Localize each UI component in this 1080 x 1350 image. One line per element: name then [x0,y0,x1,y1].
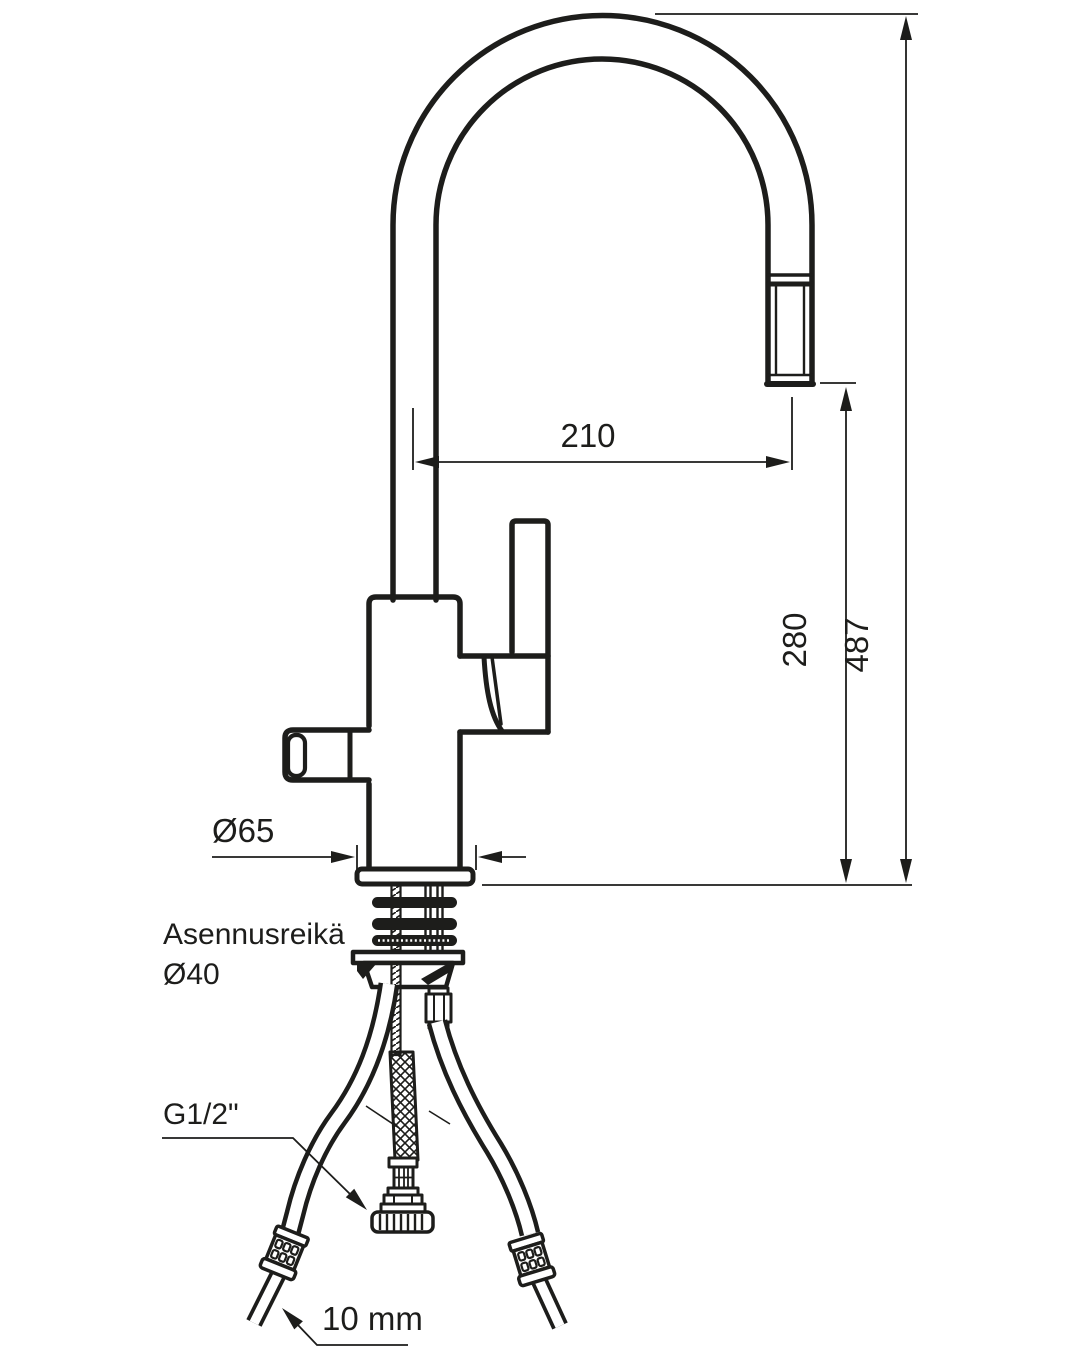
faucet-outline [282,12,816,887]
seal-stack [372,897,457,946]
hose-left [279,982,400,1236]
label-210: 210 [560,417,615,454]
label-mounting-hole: Asennusreikä [163,918,345,951]
label-base-diameter: Ø65 [212,812,274,849]
braided-hose [388,1050,420,1162]
handle-lever [481,518,551,735]
label-280: 280 [776,612,813,667]
side-knob [282,727,372,783]
label-pipe-diameter: 10 mm [322,1300,423,1337]
dim-210 [412,397,793,470]
hose-end-right [507,1231,568,1330]
dimension-labels: 210 280 487 Ø65 Asennusreikä Ø40 G1/2" 1… [163,417,875,1337]
dim-280 [840,387,852,883]
spray-head [764,273,816,387]
dim-65 [212,845,526,870]
dim-487 [900,16,912,883]
clamp-wedge-right [421,963,453,985]
spout-arch-inner [433,56,771,603]
label-thread: G1/2" [163,1098,239,1131]
threaded-stud [390,882,402,1057]
hose-end-left [246,1224,310,1327]
spout-arch-outer [390,12,815,603]
label-mounting-hole-diameter: Ø40 [163,958,220,991]
flex-hoses [279,982,541,1237]
dimension-lines [162,13,918,1346]
hose-accent-left [365,1105,400,1129]
leader-10mm [282,1308,408,1346]
leader-g12 [162,1137,367,1210]
label-487: 487 [838,617,875,672]
braided-hose-fitting [370,1156,435,1234]
hose-accent-right [428,1110,451,1125]
base-flange [354,866,476,887]
hose-right [426,1019,541,1237]
clamp-wedge-left [357,963,377,979]
faucet-body [366,594,551,874]
